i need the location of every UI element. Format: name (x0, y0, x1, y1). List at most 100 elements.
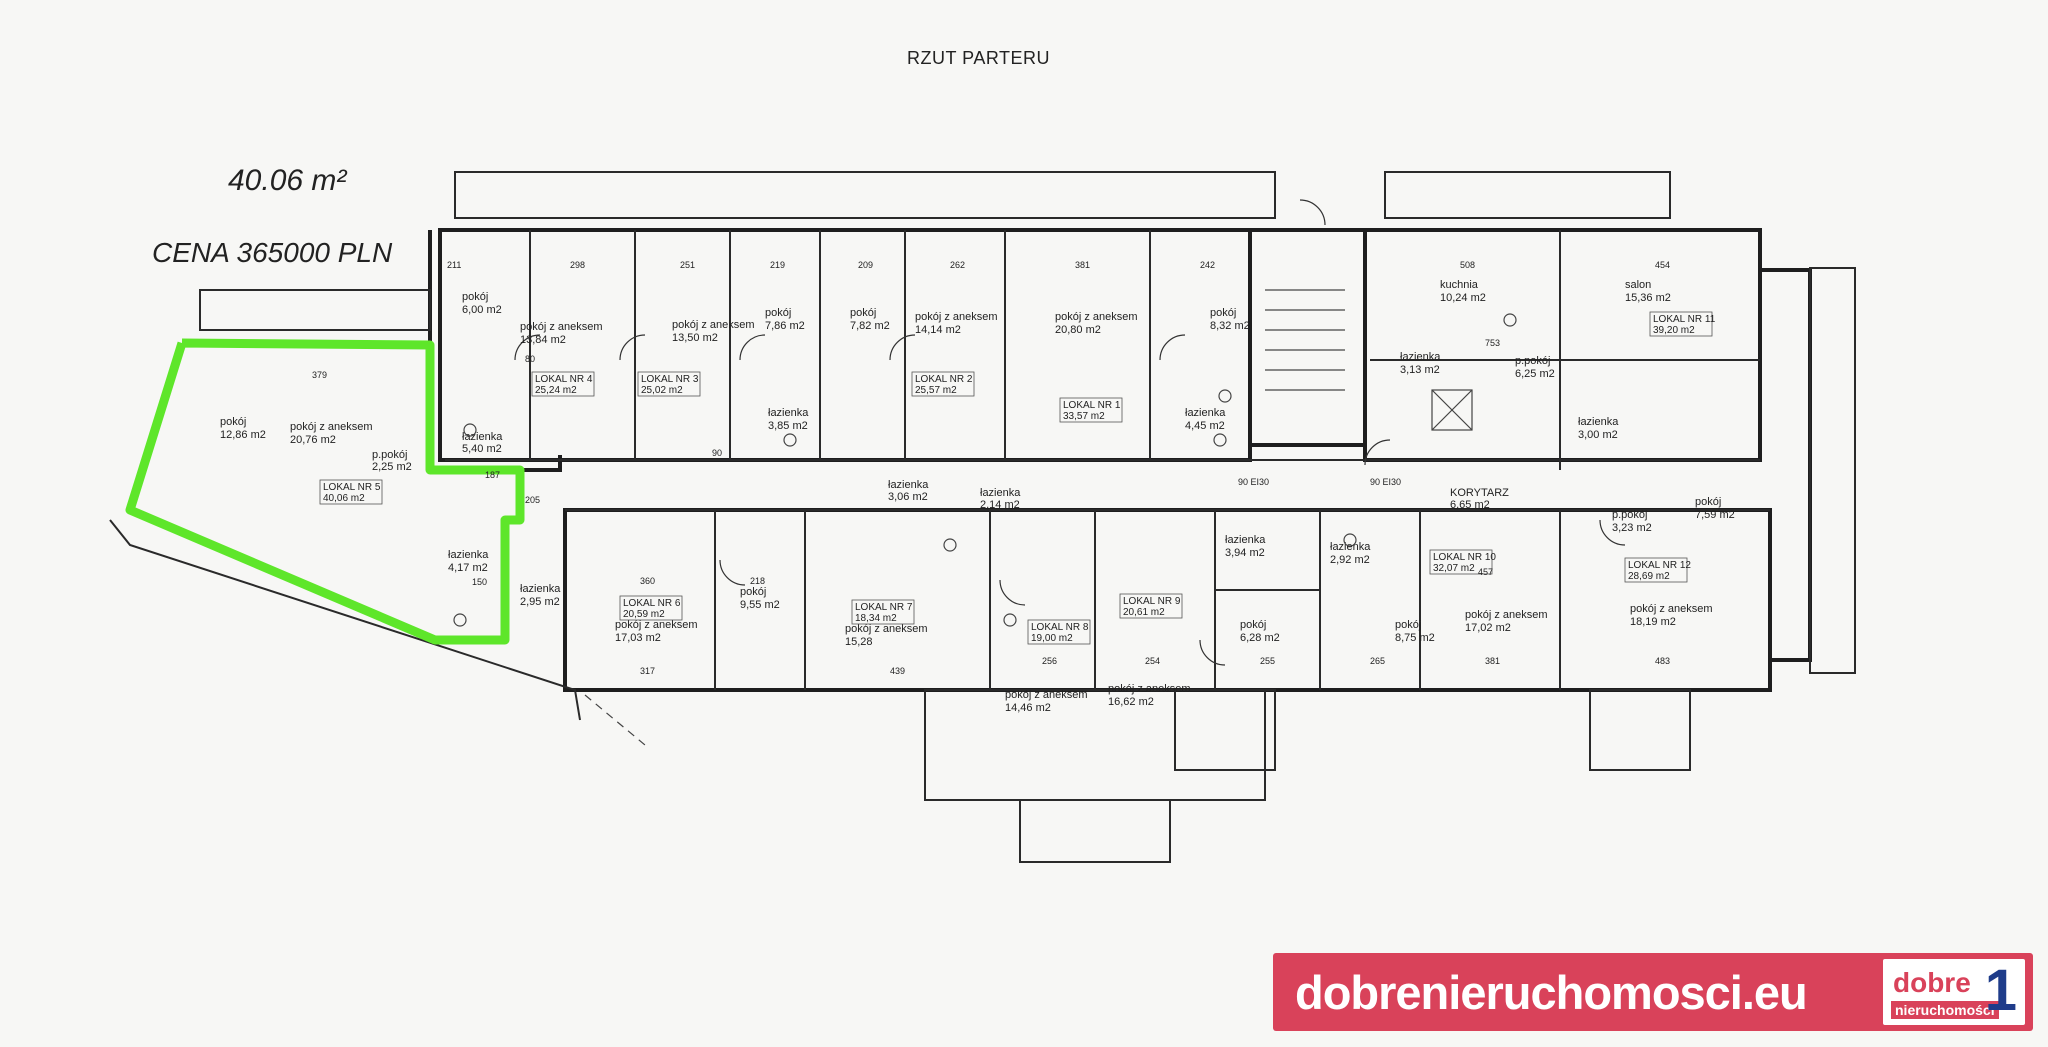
room-label: pokój z aneksem (1465, 609, 1548, 621)
unit-box (531, 371, 595, 397)
dimension: 298 (570, 260, 585, 270)
unit-area: 40,06 m2 (323, 493, 365, 504)
unit-label: LOKAL NR 7 (855, 602, 913, 613)
door-swing (1599, 519, 1626, 546)
room-label: łazienka (768, 407, 809, 419)
logo-subtitle: nieruchomości (1891, 1001, 1999, 1019)
south-bay (924, 689, 1266, 801)
unit-area: 32,07 m2 (1433, 563, 1475, 574)
west-balcony (199, 289, 431, 331)
north-east-block (1363, 228, 1762, 462)
toilet-icon (1213, 433, 1227, 447)
room-label: łazienka (1185, 407, 1226, 419)
room-label: pokój z aneksem (1630, 603, 1713, 615)
dimension: 205 (525, 495, 540, 505)
room-area: 4,45 m2 (1185, 420, 1225, 432)
unit-area: 19,00 m2 (1031, 633, 1073, 644)
room-area: 2,95 m2 (520, 596, 560, 608)
dimension: 457 (1478, 567, 1493, 577)
dimension: 90 (712, 448, 722, 458)
room-area: 15,36 m2 (1625, 292, 1671, 304)
room-area: 3,06 m2 (888, 491, 928, 503)
dimension: 262 (950, 260, 965, 270)
room-area: 6,28 m2 (1240, 632, 1280, 644)
room-area: 14,14 m2 (915, 324, 961, 336)
room-label: p.pokój (1515, 355, 1550, 367)
unit-box (1119, 593, 1183, 619)
room-label: KORYTARZ (1450, 487, 1509, 499)
dimension: 439 (890, 666, 905, 676)
south-east-balcony (1589, 689, 1691, 771)
unit-label: LOKAL NR 3 (641, 374, 699, 385)
unit-box (1027, 619, 1091, 645)
room-area: 3,13 m2 (1400, 364, 1440, 376)
unit-area: 25,57 m2 (915, 385, 957, 396)
room-label: łazienka (1400, 351, 1441, 363)
room-label: łazienka (980, 487, 1021, 499)
toilet-icon (1003, 613, 1017, 627)
room-label: łazienka (520, 583, 561, 595)
room-area: 7,59 m2 (1695, 509, 1735, 521)
dimension: 508 (1460, 260, 1475, 270)
south-balcony-2 (1174, 689, 1276, 771)
door-swing (719, 559, 746, 586)
room-label: kuchnia (1440, 279, 1479, 291)
room-area: 6,25 m2 (1515, 368, 1555, 380)
unit-label: LOKAL NR 11 (1653, 314, 1716, 325)
door-swing (739, 334, 766, 361)
unit-label: LOKAL NR 1 (1063, 400, 1121, 411)
unit-label: LOKAL NR 5 (323, 482, 381, 493)
room-label: pokój (462, 291, 488, 303)
room-area: 20,76 m2 (290, 434, 336, 446)
room-area: 3,23 m2 (1612, 522, 1652, 534)
dimension: 381 (1075, 260, 1090, 270)
toilet-icon (453, 613, 467, 627)
room-label: pokój (1240, 619, 1266, 631)
dimension-labels: 211 298 251 219 209 262 381 242 508 454 … (312, 260, 1670, 676)
dimension: 150 (472, 577, 487, 587)
handwritten-price: CENA 365000 PLN (152, 237, 393, 268)
room-area: 8,75 m2 (1395, 632, 1435, 644)
unit-box (1429, 549, 1493, 575)
room-label: pokój (1395, 619, 1421, 631)
door-swing (889, 334, 916, 361)
door-swing (1364, 439, 1391, 466)
elevator-cross (1431, 389, 1473, 431)
dimension: 211 (447, 260, 461, 270)
unit-area: 25,02 m2 (641, 385, 683, 396)
room-area: 10,24 m2 (1440, 292, 1486, 304)
room-area: 3,94 m2 (1225, 547, 1265, 559)
unit-area: 33,57 m2 (1063, 411, 1105, 422)
unit-label: LOKAL NR 12 (1628, 560, 1691, 571)
room-area: 7,82 m2 (850, 320, 890, 332)
dimension: 265 (1370, 656, 1385, 666)
room-label: pokój z aneksem (915, 311, 998, 323)
room-area: 4,17 m2 (448, 562, 488, 574)
room-area: 3,00 m2 (1578, 429, 1618, 441)
unit-box (851, 599, 915, 625)
room-label: p.pokój (1612, 509, 1647, 521)
room-area: 18,19 m2 (1630, 616, 1676, 628)
room-label: łazienka (1578, 416, 1619, 428)
room-label: łazienka (448, 549, 489, 561)
unit-box (1059, 397, 1123, 423)
dimension: 454 (1655, 260, 1670, 270)
east-annex (1760, 268, 1812, 662)
unit-box (1624, 557, 1688, 583)
room-area: 20,80 m2 (1055, 324, 1101, 336)
room-area: 6,00 m2 (462, 304, 502, 316)
door-swing (514, 334, 541, 361)
room-label: pokój (850, 307, 876, 319)
door-swing (1159, 334, 1186, 361)
north-partitions (529, 230, 1760, 470)
room-area: 5,40 m2 (462, 443, 502, 455)
east-balcony (1809, 267, 1856, 674)
room-label: pokój (740, 586, 766, 598)
unit-area: 20,59 m2 (623, 609, 665, 620)
dimension: 379 (312, 370, 327, 380)
unit-area: 20,61 m2 (1123, 607, 1165, 618)
unit-label: LOKAL NR 4 (535, 374, 593, 385)
highlighted-unit-outline (125, 338, 525, 645)
room-label: pokój z aneksem (1055, 311, 1138, 323)
unit-labels: LOKAL NR 4 25,24 m2 LOKAL NR 3 25,02 m2 … (319, 311, 1716, 645)
